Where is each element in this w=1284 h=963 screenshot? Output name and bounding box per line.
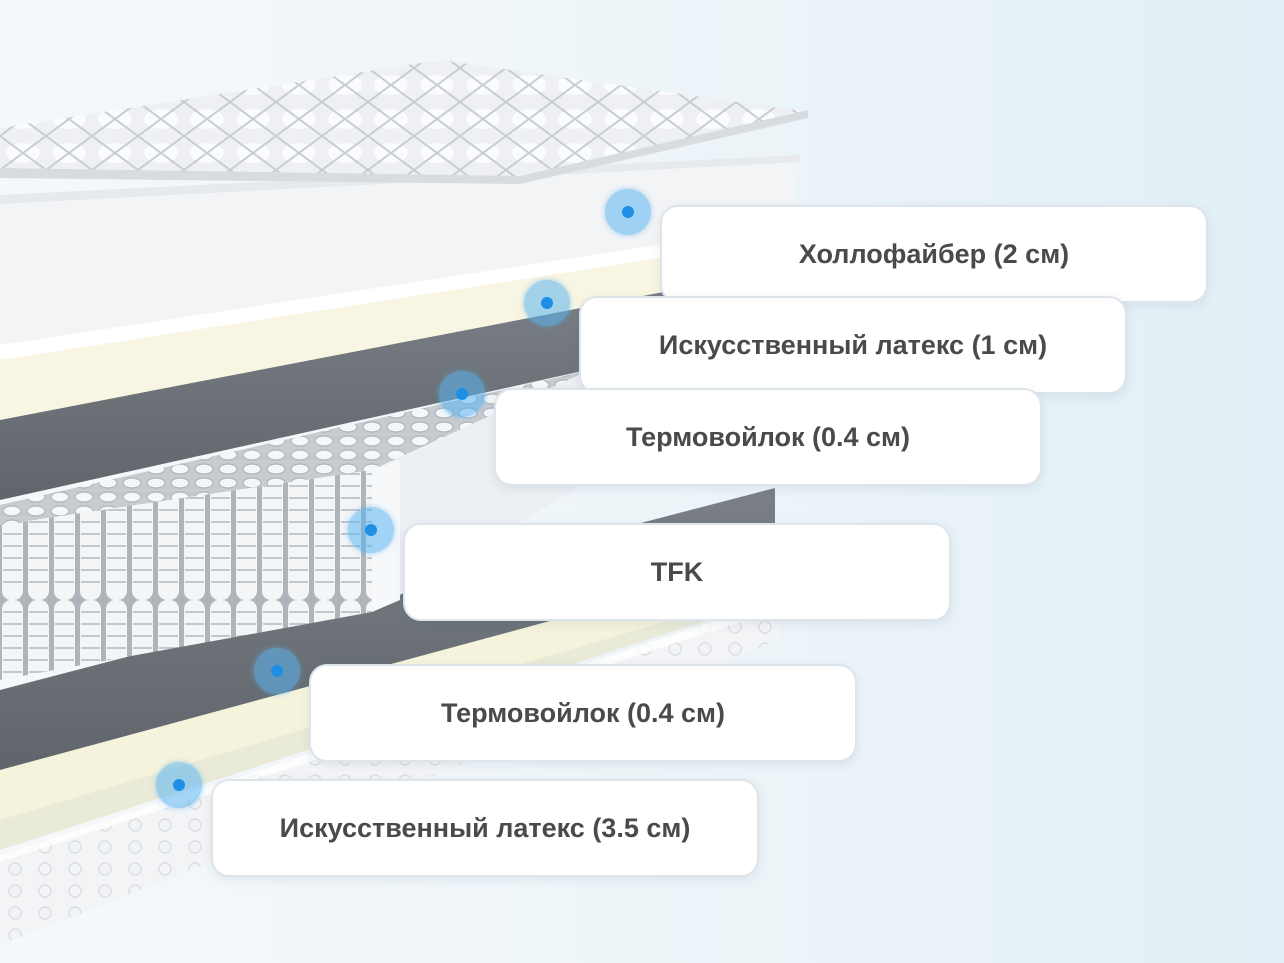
layer-label-text: Искусственный латекс (1 см) [659,330,1047,361]
layer-label-text: TFK [651,557,703,588]
layer-label-felt-top: Термовойлок (0.4 см) [494,388,1042,486]
layer-label-latex-1: Искусственный латекс (1 см) [579,296,1127,394]
layer-marker-latex-3-5[interactable] [156,762,202,808]
layer-marker-felt-top[interactable] [439,371,485,417]
layer-label-text: Термовойлок (0.4 см) [441,698,725,729]
layer-label-hollofiber: Холлофайбер (2 см) [660,205,1208,303]
layer-marker-tfk[interactable] [348,507,394,553]
layer-label-text: Холлофайбер (2 см) [799,239,1069,270]
layer-marker-hollofiber[interactable] [605,189,651,235]
layer-label-felt-bottom: Термовойлок (0.4 см) [309,664,857,762]
layer-label-text: Искусственный латекс (3.5 см) [280,813,691,844]
layer-label-latex-3-5: Искусственный латекс (3.5 см) [211,779,759,877]
layer-label-text: Термовойлок (0.4 см) [626,422,910,453]
layer-marker-latex-1[interactable] [524,280,570,326]
layer-marker-felt-bottom[interactable] [254,648,300,694]
layer-label-tfk: TFK [403,523,951,621]
